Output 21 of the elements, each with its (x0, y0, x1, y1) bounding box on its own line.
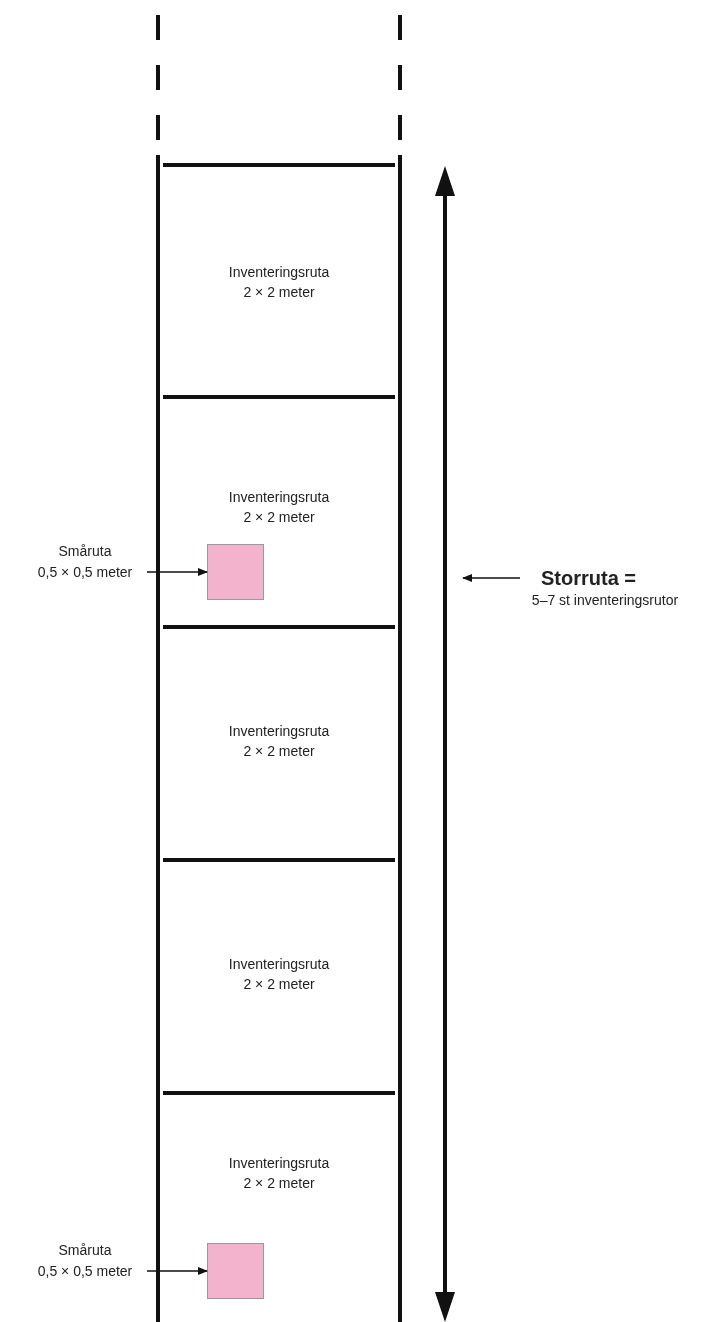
callout-label: Småruta (57, 542, 113, 561)
plot-size: 2 × 2 meter (243, 742, 315, 761)
leader-line (462, 574, 521, 582)
callout-label: 0,5 × 0,5 meter (36, 563, 134, 582)
leader-line (146, 1267, 208, 1275)
plot-size: 2 × 2 meter (243, 975, 315, 994)
plot-name: Inventeringsruta (228, 955, 330, 974)
plot-name: Inventeringsruta (228, 263, 330, 282)
plot-name: Inventeringsruta (228, 1154, 330, 1173)
plot-name: Inventeringsruta (228, 722, 330, 741)
small-plot-square (207, 544, 264, 600)
callout-heading: Storruta = (540, 566, 638, 591)
plot-size: 2 × 2 meter (243, 1174, 315, 1193)
leader-line (146, 568, 208, 576)
callout-label: Småruta (57, 1241, 113, 1260)
plot-size: 2 × 2 meter (243, 283, 315, 302)
plot-size: 2 × 2 meter (243, 508, 315, 527)
plot-name: Inventeringsruta (228, 488, 330, 507)
callout-note: 5–7 st inventeringsrutor (530, 591, 680, 609)
callout-label: 0,5 × 0,5 meter (36, 1262, 134, 1281)
small-plot-square (207, 1243, 264, 1299)
